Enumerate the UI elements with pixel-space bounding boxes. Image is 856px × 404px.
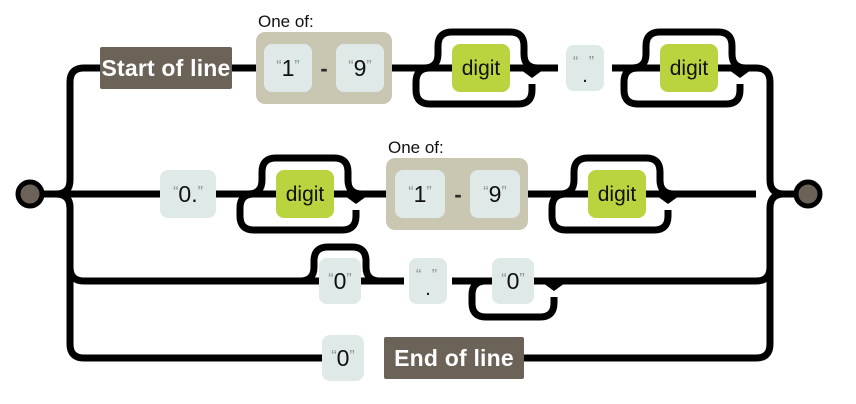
literal-value: 9 [488,180,502,207]
literal-value: 9 [353,54,367,81]
quote-open-icon: “ [331,347,337,365]
node-literal-dot-row3[interactable]: “ ” . [409,258,447,304]
literal-value: 0 [336,344,350,371]
rail-row3-zero2-loop [468,277,558,321]
node-literal-nine-row2-text: “9” [483,180,507,207]
rail-row1-digit2-skip [631,28,747,72]
literal-value: 1 [281,54,295,81]
node-literal-one-row2[interactable]: “1” [395,170,445,218]
literal-value: 0 [506,267,520,294]
quote-open-icon: “ [483,183,489,201]
node-literal-zero-row4-text: “0” [331,344,355,371]
node-literal-dot-row3-value: . [425,278,431,301]
node-digit-row1-2[interactable]: digit [660,44,718,92]
node-literal-one-row1[interactable]: “1” [264,44,312,92]
node-literal-nine-row2[interactable]: “9” [470,170,520,218]
quote-close-icon: ” [197,183,203,201]
quote-close-icon: ” [346,270,352,288]
node-end-of-line-label: End of line [394,344,514,371]
quote-open-icon: “ [173,183,179,201]
literal-value: 0. [178,180,198,207]
node-digit-row1-1-label: digit [461,56,501,80]
quote-close-icon: ” [294,57,300,75]
node-literal-zero-row3-2-text: “0” [501,267,525,294]
node-literal-nine-row1-text: “9” [348,54,372,81]
quote-open-icon: “ [408,183,414,201]
rail-branch-row1 [55,64,100,198]
end-endpoint-dot [793,179,823,209]
node-literal-zero-row3-1[interactable]: “0” [319,258,361,304]
rail-row1-digit1-loop [412,64,536,108]
quote-pair-icon: “ ” [415,266,441,284]
node-literal-one-row2-text: “1” [408,180,432,207]
arrowhead-row1-digit2 [729,70,751,78]
literal-value: 0 [333,267,347,294]
node-literal-zero-row3-1-text: “0” [328,267,352,294]
node-literal-zero-dot-row2[interactable]: “0.” [160,170,216,218]
arrowhead-row2-digit1 [345,196,367,204]
rail-row3-zero1-skip [299,243,381,285]
group-one-of-row1-label: One of: [258,12,314,31]
literal-value: 1 [413,180,427,207]
rail-row1-digit1-skip [423,28,539,72]
quote-close-icon: ” [501,183,507,201]
quote-pair-icon: “ ” [572,53,598,71]
rail-row2-digit1-loop [236,190,360,234]
node-literal-zero-dot-row2-text: “0.” [173,180,203,207]
rail-spine-bottom-to-end [766,190,798,209]
loop-arrowheads [345,70,751,291]
quote-open-icon: “ [348,57,354,75]
group-one-of-row2-label: One of: [388,138,444,157]
arrowhead-row2-digit2 [657,196,679,204]
node-digit-row2-2-label: digit [597,182,637,206]
node-literal-nine-row1[interactable]: “9” [336,44,384,92]
node-end-of-line[interactable]: End of line [384,337,524,379]
node-literal-dot-row1[interactable]: “ ” . [566,45,604,91]
rail-row2-digit1-skip [247,154,363,198]
node-digit-row1-1[interactable]: digit [452,44,510,92]
arrowhead-row3-zero2 [543,283,565,291]
quote-open-icon: “ [328,270,334,288]
rail-row2-digit2-skip [559,154,675,198]
rail-row4-to-spine [524,208,774,362]
rail-row1-digit2-loop [620,64,744,108]
quote-close-icon: ” [519,270,525,288]
node-digit-row2-1[interactable]: digit [276,170,334,218]
quote-close-icon: ” [426,183,432,201]
node-literal-zero-row4[interactable]: “0” [322,335,364,381]
node-literal-one-row1-text: “1” [276,54,300,81]
quote-open-icon: “ [501,270,507,288]
range-dash-row2: - [454,182,462,207]
node-digit-row2-1-label: digit [285,182,325,206]
node-digit-row1-2-label: digit [669,56,709,80]
node-literal-zero-row3-2[interactable]: “0” [492,258,534,304]
quote-open-icon: “ [276,57,282,75]
rail-branch-row4 [55,190,322,362]
range-dash-row1: - [320,56,328,81]
node-start-of-line-label: Start of line [101,54,231,81]
rail-row2-digit2-loop [548,190,672,234]
quote-close-icon: ” [366,57,372,75]
node-start-of-line[interactable]: Start of line [100,47,232,89]
node-digit-row2-2[interactable]: digit [588,170,646,218]
rail-row1-to-spine [746,64,774,180]
node-literal-dot-row1-value: . [582,65,588,88]
quote-close-icon: ” [349,347,355,365]
start-endpoint-dot [15,179,45,209]
arrowhead-row1-digit1 [521,70,543,78]
